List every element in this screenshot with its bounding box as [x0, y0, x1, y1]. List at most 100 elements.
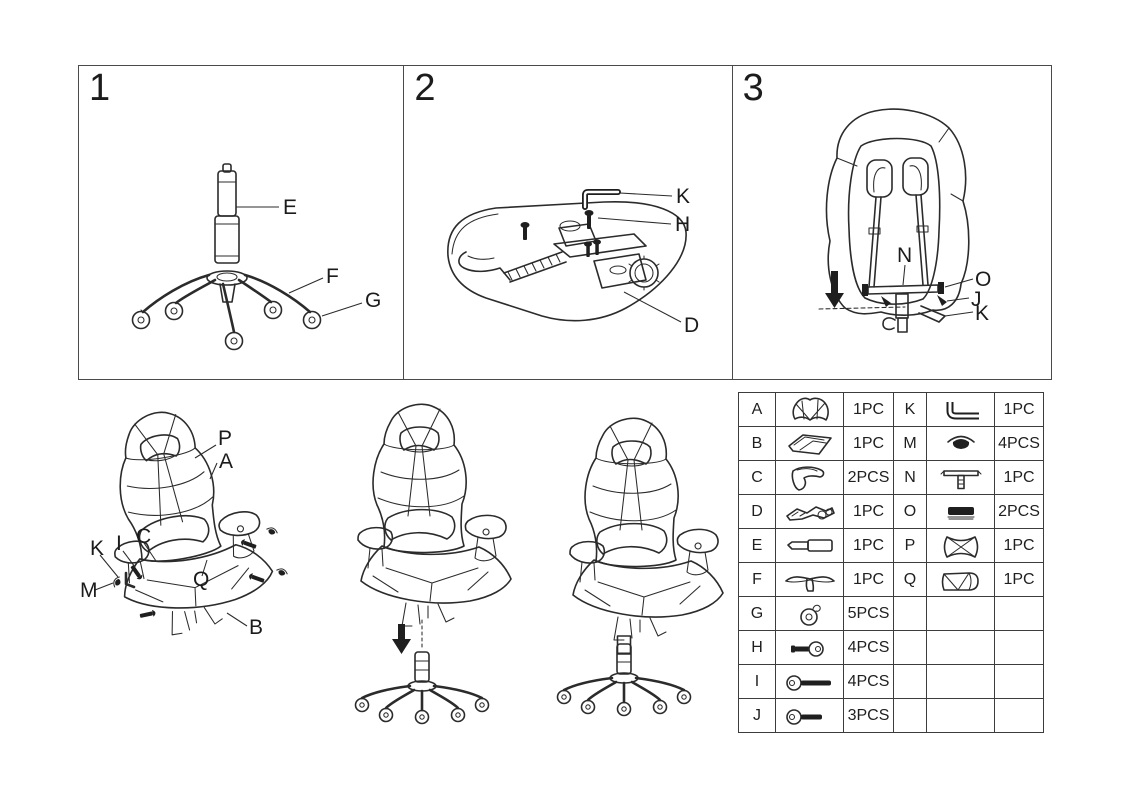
- spacer-icon: [946, 506, 975, 520]
- part-icon-cell: [775, 698, 844, 733]
- backrest-shell: [825, 108, 970, 316]
- part-label-d: D: [684, 314, 699, 337]
- allen-key-drawing: [582, 189, 622, 210]
- part-letter-cell: [893, 596, 927, 631]
- part-qty-cell: 1PC: [843, 426, 894, 461]
- part-qty-cell: 1PC: [994, 528, 1044, 563]
- part-letter-cell: D: [738, 494, 776, 529]
- part-letter-cell: [893, 664, 927, 699]
- exploded-chair-drawing: P A C I K M Q B: [80, 400, 289, 643]
- part-letter-cell: A: [738, 392, 776, 427]
- armrest-cap-icon: [275, 566, 289, 578]
- part-icon-cell: [775, 494, 844, 529]
- part-letter-cell: I: [738, 664, 776, 699]
- parts-table-row: B 1PC M 4PCS: [738, 426, 1044, 461]
- step-panel-2: 2: [403, 66, 731, 379]
- part-qty-cell: 1PC: [843, 528, 894, 563]
- part-qty-cell: 5PCS: [843, 596, 894, 631]
- part-icon-cell: [926, 698, 995, 733]
- short-bolt-icon: [790, 640, 824, 657]
- part-label-k: K: [90, 537, 104, 560]
- caster-wheels: [131, 300, 322, 351]
- part-label-n: N: [897, 244, 912, 267]
- part-label-k: K: [676, 185, 690, 208]
- armrest-screw-icon: [139, 609, 157, 620]
- cap-nut-icon: [111, 575, 124, 590]
- part-qty-cell: 1PC: [843, 392, 894, 427]
- parts-table: A 1PC K 1PC B: [738, 392, 1044, 733]
- armrest-screw-icon: [240, 538, 258, 551]
- part-qty-cell: 1PC: [994, 460, 1044, 495]
- assembly-illustrations: P A C I K M Q B: [80, 400, 724, 725]
- part-label-q: Q: [193, 568, 209, 591]
- leader-n: [902, 264, 906, 286]
- part-label-b: B: [249, 616, 263, 639]
- down-arrow: [824, 271, 844, 308]
- backrest-icon: [791, 397, 829, 421]
- gas-lift-connector: [616, 635, 632, 655]
- parts-table-row: G 5PCS: [738, 596, 1044, 631]
- long-bolt-icon: [785, 674, 831, 691]
- part-label-a: A: [219, 450, 233, 473]
- parts-table-row: A 1PC K 1PC: [738, 392, 1044, 427]
- part-label-f: F: [326, 265, 339, 288]
- alignment-dashed-line: [818, 306, 906, 310]
- step-number-2: 2: [414, 67, 436, 109]
- part-letter-cell: J: [738, 698, 776, 733]
- armrest-cap-icon: [265, 525, 279, 537]
- armrest-screw-icon: [248, 572, 266, 585]
- part-qty-cell: 1PC: [843, 562, 894, 597]
- star-base-drawing: [131, 270, 322, 351]
- part-qty-cell: [994, 630, 1044, 665]
- part-label-m: M: [80, 579, 98, 602]
- lumbar-cushion-icon: [941, 571, 979, 591]
- part-qty-cell: 1PC: [994, 562, 1044, 597]
- part-qty-cell: [994, 664, 1044, 699]
- headrest-pillow-icon: [943, 535, 978, 558]
- exploded-chair-leaders: [94, 444, 248, 627]
- screw-icons: [520, 210, 602, 257]
- gas-lift-drawing: [214, 163, 240, 264]
- leader-f: [288, 277, 324, 294]
- leader-g: [321, 302, 363, 317]
- parts-table-row: H 4PCS: [738, 630, 1044, 665]
- part-label-e: E: [283, 196, 297, 219]
- part-icon-cell: [926, 494, 995, 529]
- part-qty-cell: 2PCS: [843, 460, 894, 495]
- parts-table-row: J 3PCS: [738, 698, 1044, 733]
- t-bar-icon: [939, 469, 982, 489]
- star-base-icon: [784, 575, 835, 592]
- allen-key-icon: [946, 401, 979, 419]
- part-letter-cell: [893, 698, 927, 733]
- part-qty-cell: 2PCS: [994, 494, 1044, 529]
- part-label-h: H: [675, 213, 690, 236]
- base-gaslift-drawing: E F G: [131, 163, 381, 351]
- part-letter-cell: H: [738, 630, 776, 665]
- part-qty-cell: 3PCS: [843, 698, 894, 733]
- leader-k: [620, 192, 673, 197]
- tilt-mechanism-drawing: [458, 220, 660, 291]
- leader-k2: [944, 311, 973, 317]
- part-icon-cell: [926, 596, 995, 631]
- step-panels: 1: [78, 65, 1052, 380]
- crossbar-drawing: [861, 282, 947, 333]
- chair-onto-base-drawing: [354, 403, 512, 725]
- part-qty-cell: [994, 596, 1044, 631]
- part-icon-cell: [926, 392, 995, 427]
- part-letter-cell: K: [893, 392, 927, 427]
- part-icon-cell: [775, 460, 844, 495]
- part-icon-cell: [775, 664, 844, 699]
- medium-bolt-icon: [785, 708, 822, 725]
- part-letter-cell: O: [893, 494, 927, 529]
- parts-table-row: D 1PC O 2PCS: [738, 494, 1044, 529]
- parts-table-row: I 4PCS: [738, 664, 1044, 699]
- part-icon-cell: [775, 426, 844, 461]
- leader-h: [598, 217, 672, 225]
- leader-d: [624, 291, 682, 323]
- backrest-straps: [865, 157, 929, 288]
- assembled-chair-drawing: [556, 417, 724, 717]
- part-icon-cell: [926, 426, 995, 461]
- backrest-rear-drawing: N O J K: [818, 108, 991, 333]
- part-letter-cell: M: [893, 426, 927, 461]
